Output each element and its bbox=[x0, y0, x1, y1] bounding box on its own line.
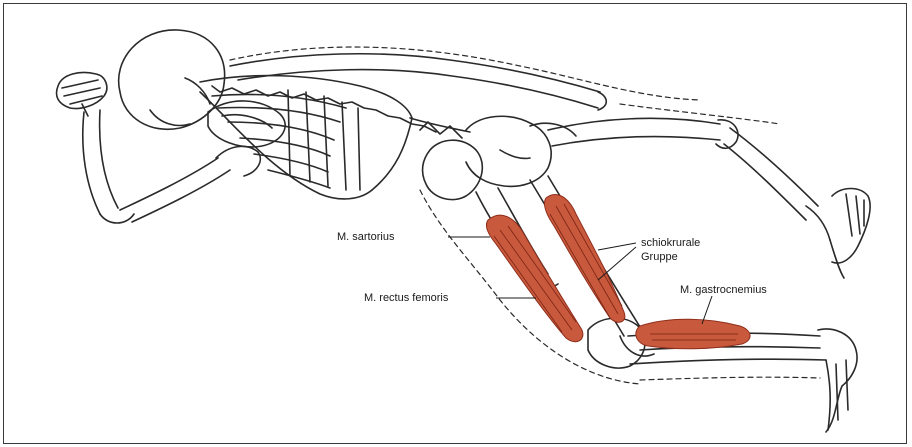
ribcage bbox=[200, 76, 436, 199]
lumbar-spine bbox=[410, 118, 470, 138]
leader-schiokrurale-a bbox=[598, 243, 636, 250]
leader-schiokrurale-b bbox=[598, 247, 636, 280]
label-sartorius: M. sartorius bbox=[337, 231, 394, 243]
right-shin bbox=[724, 128, 844, 278]
knee bbox=[588, 318, 645, 368]
right-foot bbox=[832, 189, 870, 264]
label-schiokrurale-line2: Gruppe bbox=[641, 251, 678, 263]
label-rectus-femoris: M. rectus femoris bbox=[364, 292, 448, 304]
label-schiokrurale-line1: schiokrurale bbox=[641, 237, 700, 249]
right-arm bbox=[230, 54, 606, 110]
left-hand bbox=[57, 73, 107, 117]
label-gastrocnemius: M. gastrocnemius bbox=[680, 284, 767, 296]
right-thigh bbox=[548, 118, 738, 148]
left-foot bbox=[818, 329, 857, 432]
